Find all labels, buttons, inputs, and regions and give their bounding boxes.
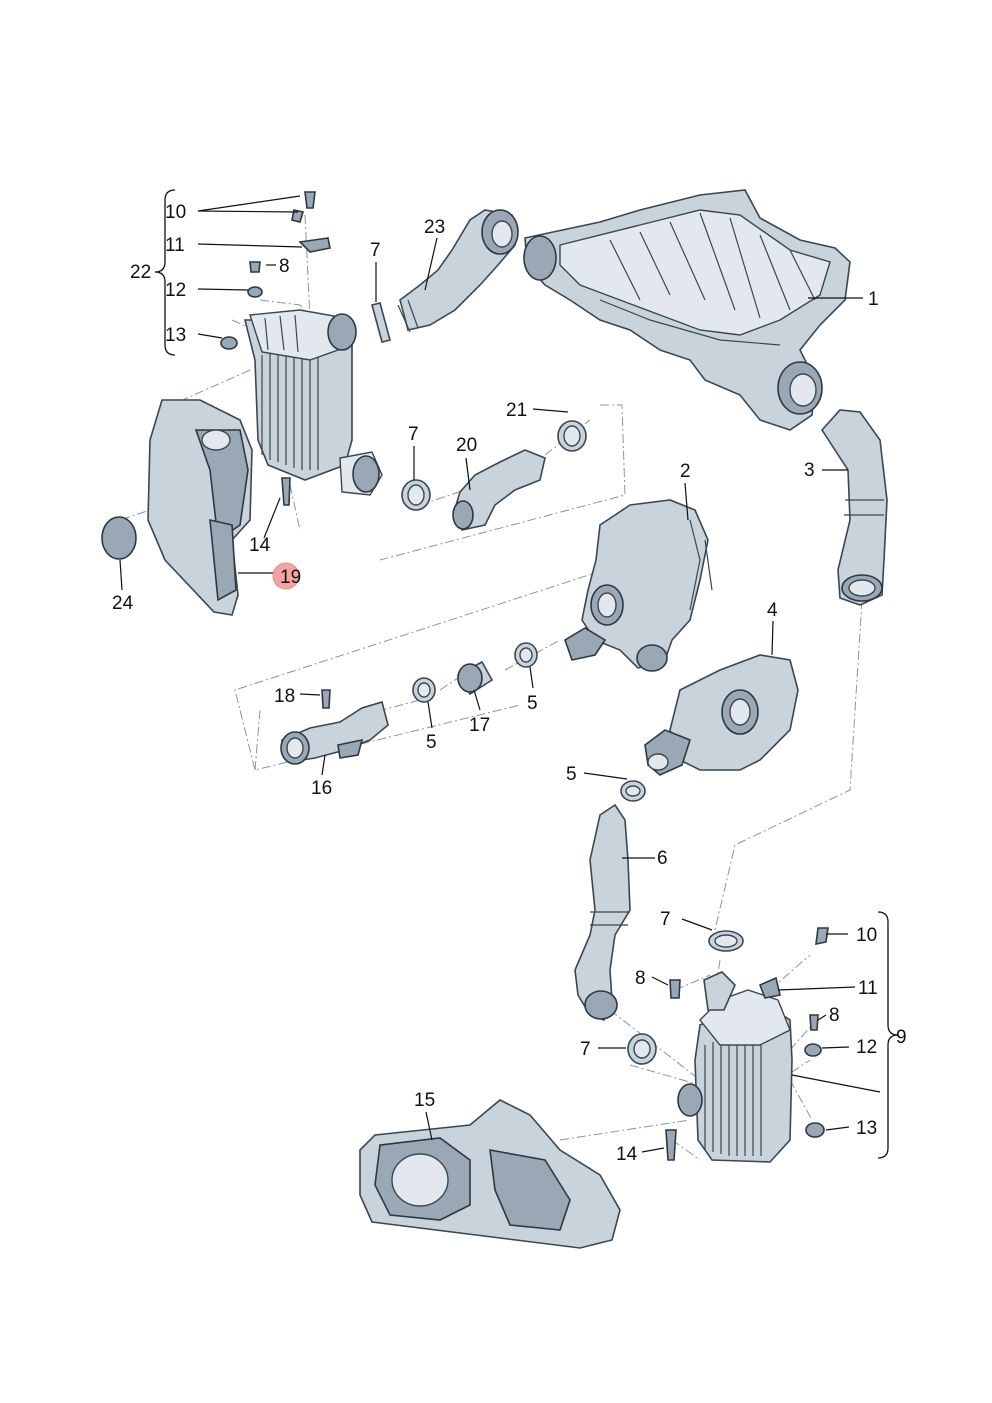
label-11-b[interactable]: 11 xyxy=(858,978,878,999)
clamp-7-upper xyxy=(371,302,391,343)
label-10-a[interactable]: 10 xyxy=(165,202,186,223)
bolt-18 xyxy=(321,689,331,709)
clamp-21 xyxy=(557,420,587,452)
turbocharger-4 xyxy=(644,654,799,776)
label-10-b[interactable]: 10 xyxy=(856,925,877,946)
label-23[interactable]: 23 xyxy=(424,217,445,238)
label-20[interactable]: 20 xyxy=(456,435,477,456)
label-24[interactable]: 24 xyxy=(112,593,134,614)
label-19[interactable]: 19 xyxy=(280,567,301,588)
intercooler-left xyxy=(243,309,383,496)
brace-22 xyxy=(154,189,176,356)
air-duct-19 xyxy=(147,399,253,616)
label-6[interactable]: 6 xyxy=(657,848,668,869)
label-11-a[interactable]: 11 xyxy=(165,235,185,256)
label-22[interactable]: 22 xyxy=(130,262,151,283)
label-4[interactable]: 4 xyxy=(767,600,778,621)
label-9[interactable]: 9 xyxy=(896,1027,907,1048)
label-1[interactable]: 1 xyxy=(868,289,879,310)
label-16[interactable]: 16 xyxy=(311,778,332,799)
intake-manifold xyxy=(523,189,851,431)
label-17[interactable]: 17 xyxy=(469,715,490,736)
label-5-c[interactable]: 5 xyxy=(566,764,577,785)
label-12-b[interactable]: 12 xyxy=(856,1037,877,1058)
clamp-7-mid xyxy=(401,479,431,511)
charge-pipe-6 xyxy=(574,803,631,1022)
label-3[interactable]: 3 xyxy=(804,460,815,481)
intercooler-right xyxy=(677,971,793,1163)
label-7-a[interactable]: 7 xyxy=(370,240,381,261)
charge-pipe-3 xyxy=(820,409,888,606)
leader-lines xyxy=(119,195,881,1153)
label-7-d[interactable]: 7 xyxy=(580,1039,591,1060)
label-13-a[interactable]: 13 xyxy=(165,325,186,346)
label-14-a[interactable]: 14 xyxy=(249,535,271,556)
label-5-a[interactable]: 5 xyxy=(426,732,437,753)
charge-pipe-23 xyxy=(397,209,519,333)
label-8-a[interactable]: 8 xyxy=(279,256,290,277)
pipe-16 xyxy=(280,700,389,765)
callout-labels: 1 2 3 4 5 5 5 6 7 7 7 7 8 8 8 9 10 10 11… xyxy=(112,202,907,1165)
sleeve-17 xyxy=(456,660,494,696)
clamp-5-c xyxy=(620,780,646,802)
highlight-marker-19 xyxy=(272,562,300,590)
label-7-c[interactable]: 7 xyxy=(660,909,671,930)
label-7-b[interactable]: 7 xyxy=(408,424,419,445)
clamp-7-lower-b xyxy=(627,1033,657,1065)
label-14-b[interactable]: 14 xyxy=(616,1144,638,1165)
label-8-b[interactable]: 8 xyxy=(635,968,646,989)
hardware-top-left xyxy=(220,191,331,506)
label-15[interactable]: 15 xyxy=(414,1090,435,1111)
label-18[interactable]: 18 xyxy=(274,686,295,707)
clamp-5-b xyxy=(514,642,538,668)
cap-24 xyxy=(101,516,137,560)
hardware-right xyxy=(665,927,829,1161)
hose-20 xyxy=(452,449,546,531)
label-13-b[interactable]: 13 xyxy=(856,1118,877,1139)
clamp-7-lower-a xyxy=(708,930,744,952)
label-2[interactable]: 2 xyxy=(680,461,691,482)
brace-9 xyxy=(877,911,899,1159)
label-12-a[interactable]: 12 xyxy=(165,280,186,301)
label-5-b[interactable]: 5 xyxy=(527,693,538,714)
label-8-c[interactable]: 8 xyxy=(829,1005,840,1026)
label-21[interactable]: 21 xyxy=(506,400,527,421)
turbocharger-2 xyxy=(564,499,713,672)
air-duct-15 xyxy=(359,1099,621,1249)
clamp-5-a xyxy=(412,677,436,703)
